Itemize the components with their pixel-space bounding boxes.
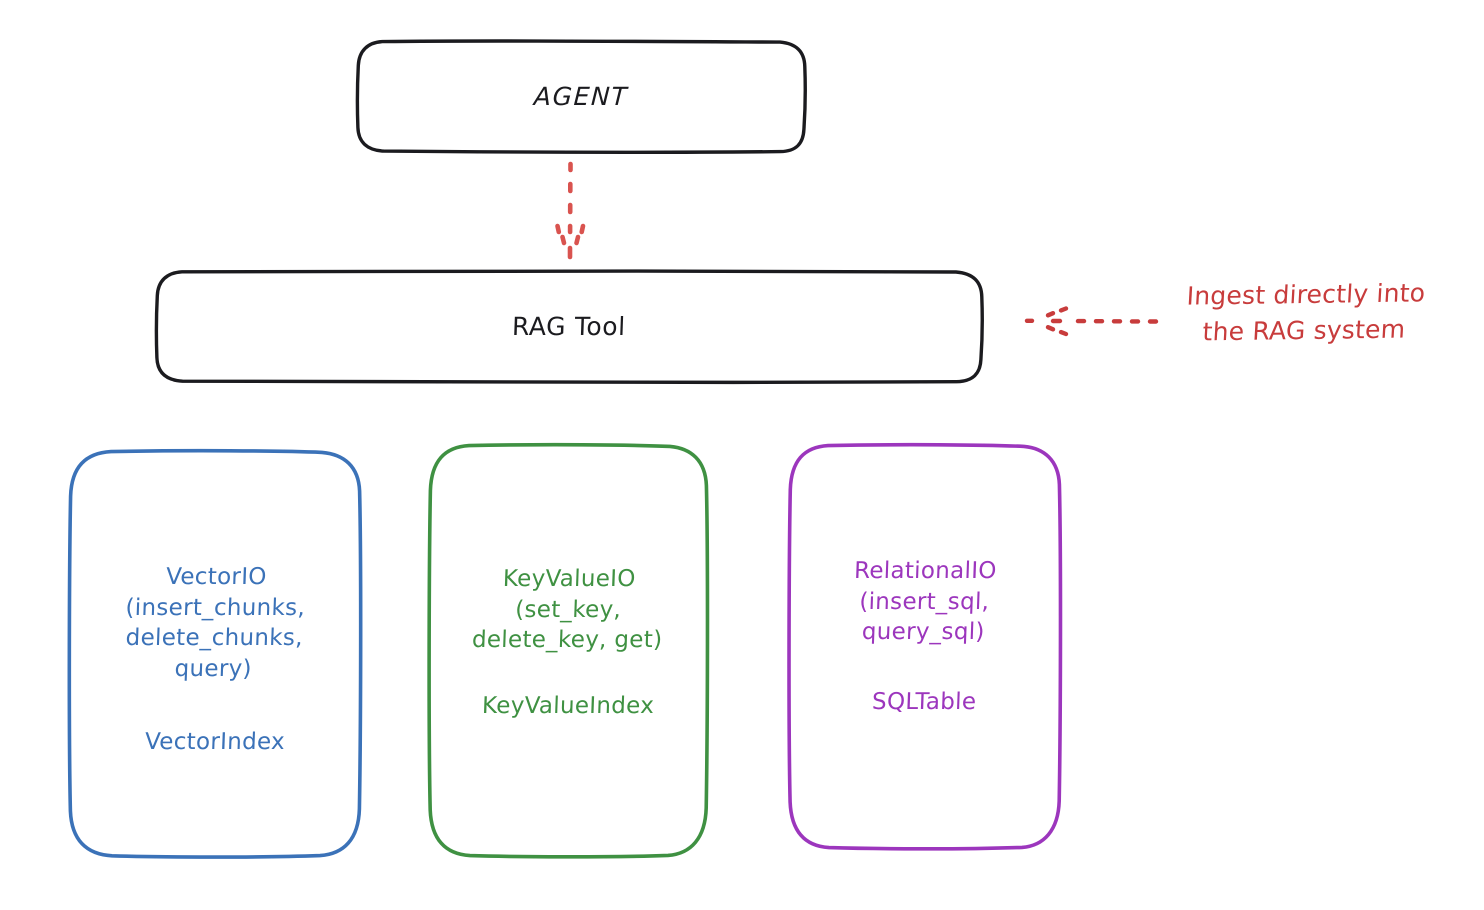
node-key-value-io[interactable]: KeyValueIO (set_key, delete_key, get) Ke… [427, 442, 710, 859]
agent-box-body: AGENT [356, 81, 806, 112]
node-agent[interactable]: AGENT [355, 39, 807, 154]
vector-io-box-body: VectorIO (insert_chunks, delete_chunks, … [67, 562, 363, 758]
rag-tool-box-body: RAG Tool [155, 311, 983, 342]
annotation-ingest-note: Ingest directly into the RAG system [1185, 278, 1427, 346]
rag-tool-label: RAG Tool [511, 311, 627, 341]
key-value-io-box-body: KeyValueIO (set_key, delete_key, get) Ke… [427, 564, 709, 722]
vector-io-index: VectorIndex [144, 729, 286, 756]
relational-io-title: RelationalIO (insert_sql, query_sql) [853, 558, 998, 646]
node-vector-io[interactable]: VectorIO (insert_chunks, delete_chunks, … [67, 448, 363, 859]
relational-io-index: SQLTable [871, 688, 978, 715]
node-relational-io[interactable]: RelationalIO (insert_sql, query_sql) SQL… [787, 442, 1063, 851]
key-value-io-index: KeyValueIndex [481, 692, 655, 719]
node-rag-tool[interactable]: RAG Tool [154, 269, 984, 385]
vector-io-title: VectorIO (insert_chunks, delete_chunks, … [125, 563, 306, 682]
arrow-agent-to-rag-tool [555, 161, 586, 260]
key-value-io-title: KeyValueIO (set_key, delete_key, get) [471, 566, 663, 654]
agent-label: AGENT [533, 81, 629, 111]
relational-io-box-body: RelationalIO (insert_sql, query_sql) SQL… [787, 556, 1062, 718]
